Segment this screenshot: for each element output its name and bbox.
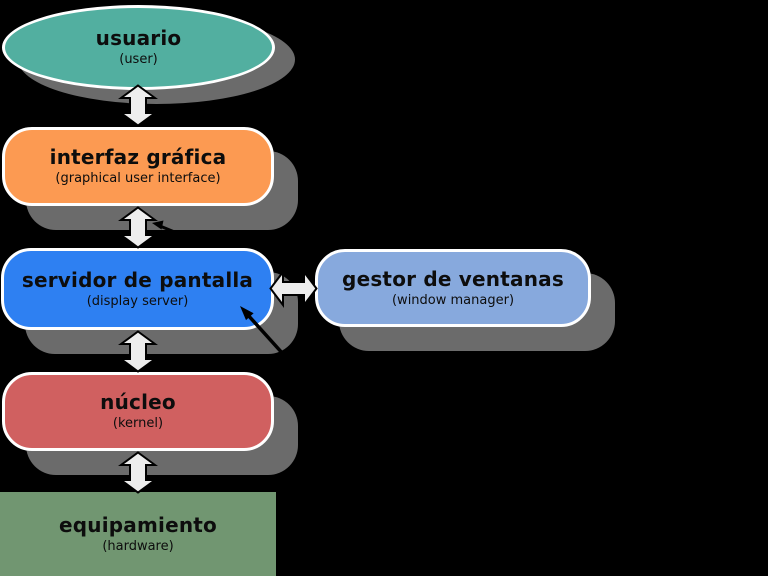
- node-kernel-box: núcleo (kernel): [2, 372, 274, 451]
- node-user-label: usuario: [95, 26, 182, 51]
- node-user-sublabel: (user): [119, 52, 158, 68]
- double-arrow-kernel-hardware-icon: [118, 451, 158, 494]
- node-user-ellipse: usuario (user): [2, 5, 275, 90]
- node-kernel-sublabel: (kernel): [112, 416, 164, 432]
- node-hardware-label: equipamiento: [59, 512, 217, 537]
- node-window-manager-box: gestor de ventanas (window manager): [315, 249, 591, 327]
- node-hardware-box: equipamiento (hardware): [0, 492, 276, 576]
- node-kernel-label: núcleo: [100, 390, 176, 415]
- double-arrow-server-kernel-icon: [118, 330, 158, 373]
- node-hardware-sublabel: (hardware): [102, 538, 174, 554]
- double-arrow-server-wm-icon: [269, 269, 318, 308]
- node-display-server-label: servidor de pantalla: [21, 267, 254, 292]
- node-display-server-sublabel: (display server): [86, 293, 189, 309]
- node-window-manager-label: gestor de ventanas: [342, 266, 564, 291]
- annotation-arrow-to-gui-server-link-icon: [152, 220, 178, 235]
- node-gui-box: interfaz gráfica (graphical user interfa…: [2, 127, 274, 206]
- annotation-arrow-to-display-server-icon: [240, 306, 295, 367]
- double-arrow-user-gui-icon: [118, 84, 158, 127]
- node-display-server-box: servidor de pantalla (display server): [1, 248, 274, 330]
- node-gui-sublabel: (graphical user interface): [55, 171, 221, 187]
- node-window-manager-sublabel: (window manager): [391, 292, 515, 308]
- node-gui-label: interfaz gráfica: [49, 145, 227, 170]
- double-arrow-gui-server-icon: [118, 206, 158, 249]
